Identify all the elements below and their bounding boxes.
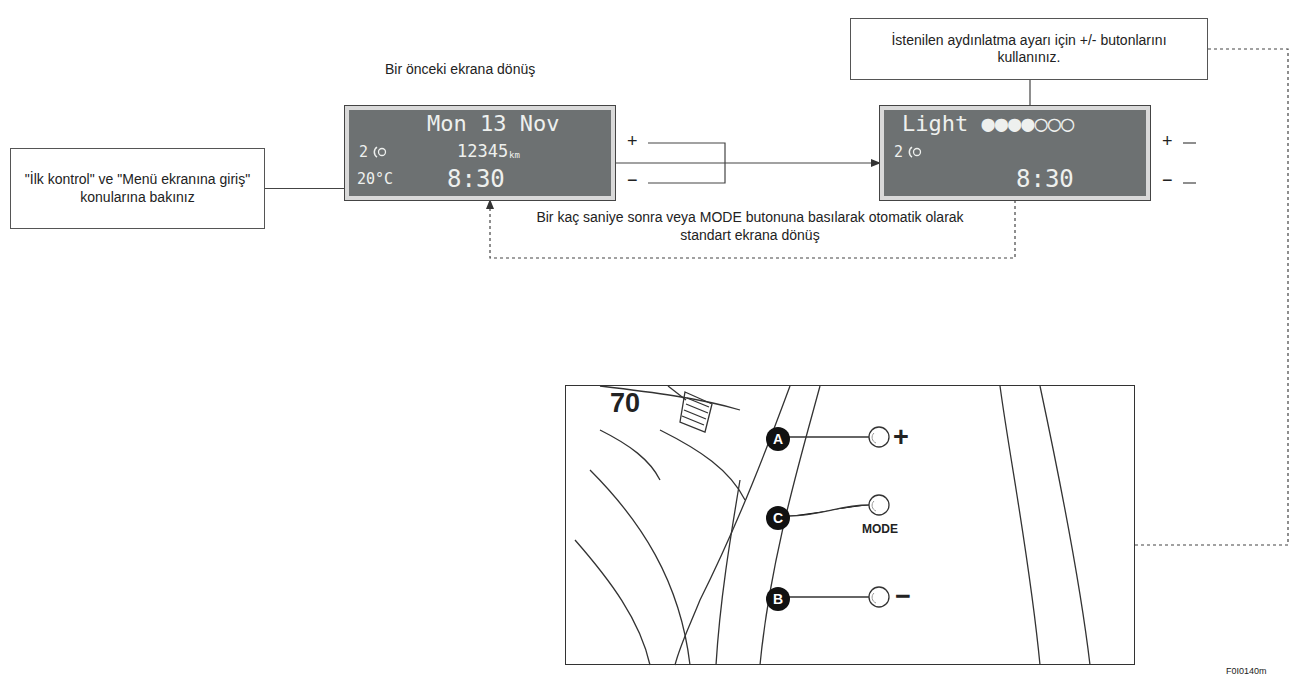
lcd-odometer: 12345 [457,143,508,160]
callout-leaders [789,437,869,597]
callout-letter: B [766,587,790,611]
button-plus: + [627,132,638,150]
gauge-number: 70 [610,390,640,417]
box-text: İstenilen aydınlatma ayarı için +/- buto… [861,32,1197,67]
lcd-light-level: 2 [359,145,368,160]
headlight-icon [373,145,387,159]
button-minus: − [895,583,911,610]
callout-letter: A [766,427,790,451]
buttons [869,427,889,607]
button-mode: MODE [862,523,898,535]
lcd-display: Mon 13 Nov 2 12345km 20°C 8:30 [345,106,615,200]
connector [265,188,345,189]
callout-letter-text: B [773,592,783,606]
lcd-clock: 8:30 [447,167,505,191]
callout-letter-text: C [773,511,783,525]
callout-letter: C [766,506,790,530]
connector [615,162,880,163]
button-minus: − [627,171,638,189]
lcd-clock: 8:30 [1016,167,1074,191]
button-minus: − [1162,171,1173,189]
dashboard-drawing [575,386,1090,665]
connector [490,200,1015,258]
connector-label: Bir kaç saniye sonra veya MODE butonuna … [520,208,980,244]
lcd-light-level: 2 [894,145,903,160]
lcd-light-setting: Light ●●●●○○○ [902,113,1074,135]
dashboard-frame: 70 + MODE − A C B [565,385,1135,665]
screen-caption: Bir önceki ekrana dönüş [385,62,535,76]
callout-letter-text: A [773,432,783,446]
lcd-unit: km [509,151,520,160]
reference-box: "İlk kontrol" ve "Menü ekranına giriş" k… [10,148,265,229]
lcd-display: Light ●●●●○○○ 2 8:30 [880,106,1150,200]
instruction-box: İstenilen aydınlatma ayarı için +/- buto… [850,18,1208,80]
button-plus: + [1162,132,1173,150]
lcd-date: Mon 13 Nov [427,113,559,135]
figure-code: F0I0140m [1226,667,1267,676]
headlight-icon [908,145,922,159]
lcd-temperature: 20°C [357,172,393,187]
connector [1135,49,1288,545]
box-text: "İlk kontrol" ve "Menü ekranına giriş" k… [21,171,254,206]
connector [1029,80,1030,106]
button-plus: + [893,424,909,451]
